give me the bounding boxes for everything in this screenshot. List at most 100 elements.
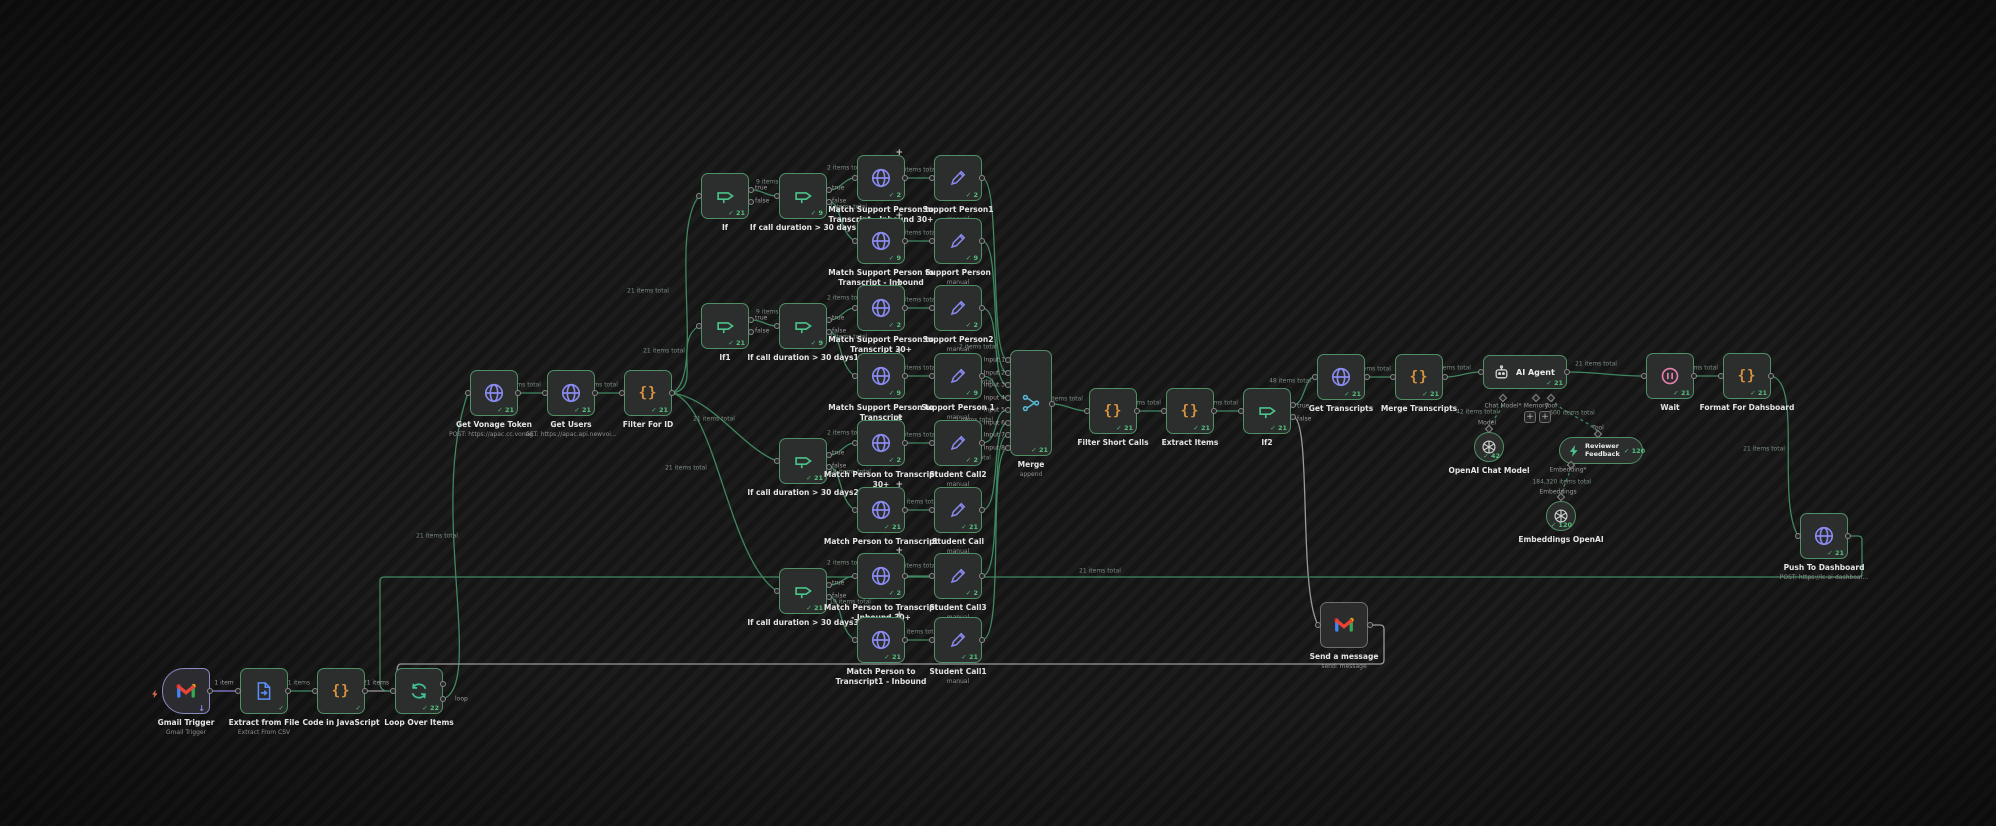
connector-port[interactable]	[1211, 408, 1217, 414]
connector-port[interactable]	[826, 317, 832, 323]
connection[interactable]	[981, 447, 1009, 641]
connector-port[interactable]	[852, 573, 858, 579]
node-extract-from-file[interactable]: ✓	[240, 668, 288, 714]
node-extract-items[interactable]: {}✓ 21	[1166, 388, 1214, 434]
node-if[interactable]: ✓ 21	[701, 173, 749, 219]
connector-port[interactable]	[979, 573, 985, 579]
connector-port[interactable]	[748, 199, 754, 205]
connector-port[interactable]	[929, 440, 935, 446]
node-loop-over-items[interactable]: ✓ 22	[395, 668, 443, 714]
connector-port[interactable]	[979, 305, 985, 311]
connector-port[interactable]	[852, 507, 858, 513]
connector-port[interactable]	[902, 305, 908, 311]
connector-port[interactable]	[979, 637, 985, 643]
node-push-to-dashboard[interactable]: ✓ 21	[1800, 513, 1848, 559]
node-get-transcripts[interactable]: ✓ 21	[1317, 354, 1365, 400]
connection[interactable]	[828, 331, 856, 377]
node-if-call-duration-30-days3[interactable]: ✓ 21	[779, 568, 827, 614]
connection[interactable]	[379, 535, 1863, 692]
connector-port[interactable]	[929, 573, 935, 579]
connector-port[interactable]	[465, 390, 471, 396]
connection[interactable]	[1560, 466, 1572, 496]
connector-port[interactable]	[1005, 432, 1011, 438]
node-match-person-to-transcript[interactable]: ✓ 21+	[857, 480, 905, 533]
node-match-person-to-transcript-inbound-30[interactable]: ✓ 2+	[857, 546, 905, 599]
connector-port[interactable]	[826, 582, 832, 588]
connector-port[interactable]	[1005, 445, 1011, 451]
connection[interactable]	[1444, 371, 1482, 378]
connection[interactable]	[981, 422, 1009, 511]
node-filter-for-id[interactable]: {}✓ 21	[624, 370, 672, 416]
connection[interactable]	[981, 409, 1009, 444]
node-filter-short-calls[interactable]: {}✓ 21	[1089, 388, 1137, 434]
connector-port[interactable]	[902, 373, 908, 379]
sub-connector-port[interactable]	[1546, 393, 1556, 403]
node-if-call-duration-30-days2[interactable]: ✓ 21	[779, 438, 827, 484]
connector-port[interactable]	[362, 688, 368, 694]
connector-port[interactable]	[696, 193, 702, 199]
connector-port[interactable]	[1718, 373, 1724, 379]
connector-port[interactable]	[826, 452, 832, 458]
connector-port[interactable]	[235, 688, 241, 694]
connector-port[interactable]	[902, 175, 908, 181]
connector-port[interactable]	[1005, 357, 1011, 363]
node-match-person-to-transcript-30[interactable]: ✓ 2+	[857, 413, 905, 466]
connection[interactable]	[828, 596, 856, 641]
node-gmail-trigger[interactable]: ↓	[162, 668, 210, 714]
connection[interactable]	[1770, 375, 1799, 537]
connector-port[interactable]	[902, 440, 908, 446]
connector-port[interactable]	[826, 594, 832, 600]
node-send-a-message[interactable]	[1320, 602, 1368, 648]
connection[interactable]	[442, 392, 469, 700]
connection[interactable]	[981, 375, 1009, 399]
node-student-call3[interactable]: ✓ 2	[934, 553, 982, 599]
connector-port[interactable]	[852, 373, 858, 379]
connector-port[interactable]	[929, 175, 935, 181]
node-match-support-person-to-transcript[interactable]: ✓ 9+	[857, 346, 905, 399]
connection[interactable]	[1566, 371, 1645, 377]
node-wait[interactable]: ✓ 21	[1646, 353, 1694, 399]
node-openai-chat-model[interactable]: ✓ 42	[1474, 432, 1504, 462]
connector-port[interactable]	[1315, 622, 1321, 628]
node-reviewer-feedback[interactable]: Reviewer Feedback✓ 120	[1559, 437, 1645, 464]
connector-port[interactable]	[1005, 382, 1011, 388]
connector-port[interactable]	[852, 637, 858, 643]
connector-port[interactable]	[1641, 373, 1647, 379]
node-student-call1[interactable]: ✓ 21	[934, 617, 982, 663]
connector-port[interactable]	[1049, 401, 1055, 407]
connector-port[interactable]	[826, 187, 832, 193]
connector-port[interactable]	[979, 507, 985, 513]
connector-port[interactable]	[852, 175, 858, 181]
node-merge[interactable]: ✓ 21	[1010, 350, 1052, 456]
connection[interactable]	[981, 434, 1009, 577]
connector-port[interactable]	[1768, 373, 1774, 379]
node-get-users[interactable]: ✓ 21	[547, 370, 595, 416]
node-support-person1[interactable]: ✓ 2	[934, 155, 982, 201]
connector-port[interactable]	[929, 305, 935, 311]
node-code-in-javascript[interactable]: {}✓	[317, 668, 365, 714]
connector-port[interactable]	[748, 187, 754, 193]
sub-connector-port[interactable]	[1531, 393, 1541, 403]
connector-port[interactable]	[1691, 373, 1697, 379]
connector-port[interactable]	[1442, 374, 1448, 380]
connector-port[interactable]	[1312, 374, 1318, 380]
connector-port[interactable]	[902, 507, 908, 513]
connector-port[interactable]	[748, 317, 754, 323]
connection[interactable]	[1051, 403, 1088, 412]
connector-port[interactable]	[207, 688, 213, 694]
connector-port[interactable]	[929, 637, 935, 643]
connector-port[interactable]	[1290, 402, 1296, 408]
connection[interactable]	[981, 240, 1009, 374]
connector-port[interactable]	[1290, 414, 1296, 420]
node-if1[interactable]: ✓ 21	[701, 303, 749, 349]
connector-port[interactable]	[440, 696, 446, 702]
node-match-support-person-to-transcript-inbound[interactable]: ✓ 9+	[857, 211, 905, 264]
connector-port[interactable]	[979, 238, 985, 244]
connection[interactable]	[671, 392, 778, 592]
connector-port[interactable]	[1390, 374, 1396, 380]
connector-port[interactable]	[285, 688, 291, 694]
connector-port[interactable]	[1005, 370, 1011, 376]
node-format-for-dahsboard[interactable]: {}✓ 21	[1723, 353, 1771, 399]
connector-port[interactable]	[852, 440, 858, 446]
